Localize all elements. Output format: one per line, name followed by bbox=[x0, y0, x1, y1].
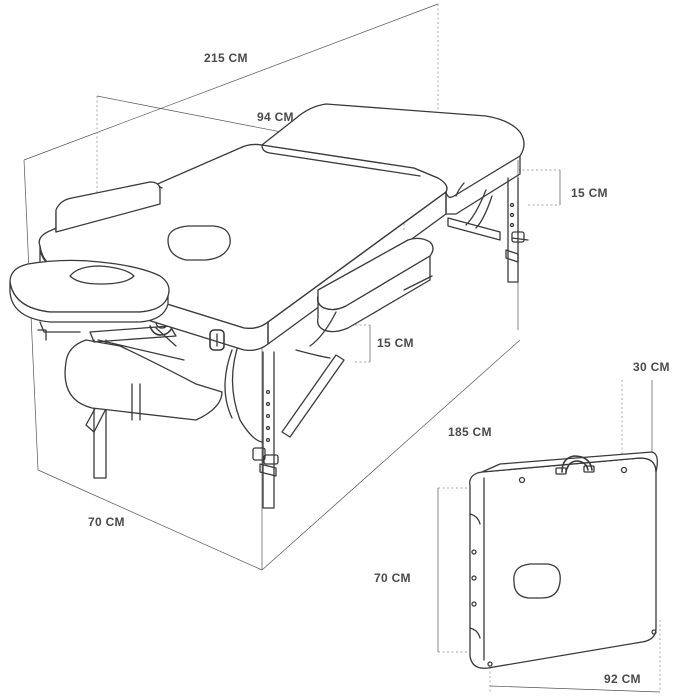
label-table-length: 185 CM bbox=[448, 425, 492, 439]
storage-hammock bbox=[64, 339, 223, 421]
label-folded-height: 70 CM bbox=[374, 571, 411, 585]
dimension-labels: 215 CM 94 CM 15 CM 15 CM 185 CM 70 CM 30… bbox=[88, 51, 670, 686]
rear-legs bbox=[447, 177, 529, 283]
massage-table bbox=[9, 103, 529, 509]
label-face-hole-height: 15 CM bbox=[571, 186, 608, 200]
label-total-length: 215 CM bbox=[204, 51, 248, 65]
side-arm-rest-right bbox=[309, 237, 434, 347]
front-legs bbox=[224, 339, 345, 509]
label-width: 94 CM bbox=[257, 110, 294, 124]
face-hole bbox=[167, 225, 231, 261]
side-arm-rest-left bbox=[55, 181, 161, 233]
face-cradle bbox=[9, 259, 170, 333]
side-handle bbox=[209, 329, 225, 351]
bounding-box-guides bbox=[23, 3, 561, 571]
label-folded-thickness: 30 CM bbox=[633, 360, 670, 374]
label-folded-length: 92 CM bbox=[604, 672, 641, 686]
folded-face-hole bbox=[513, 563, 561, 599]
label-table-height: 70 CM bbox=[88, 515, 125, 529]
label-arm-rest-height: 15 CM bbox=[377, 336, 414, 350]
folded-table bbox=[437, 380, 661, 693]
